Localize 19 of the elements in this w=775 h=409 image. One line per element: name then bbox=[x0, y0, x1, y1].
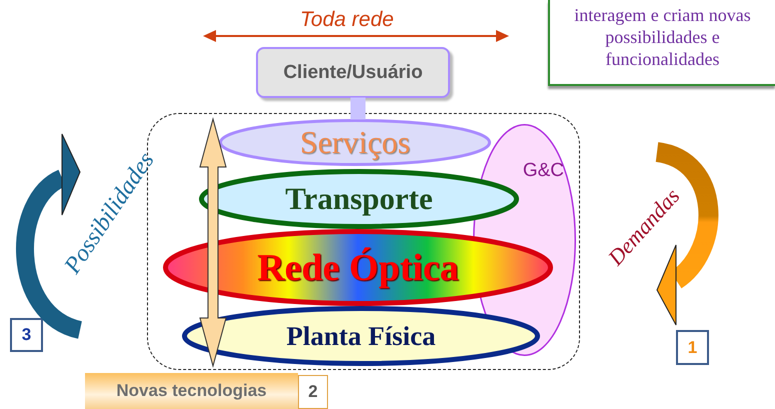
step-number: 2 bbox=[298, 375, 328, 409]
step-number: 3 bbox=[10, 318, 43, 352]
layer-ellipse bbox=[219, 119, 491, 166]
connector bbox=[350, 98, 366, 120]
layer-label: Serviços bbox=[300, 124, 410, 161]
client-box bbox=[256, 47, 450, 98]
layer-ellipse bbox=[182, 306, 540, 366]
step-number: 1 bbox=[676, 330, 709, 365]
technology-band bbox=[85, 373, 298, 409]
layer-label: Planta Física bbox=[286, 320, 436, 352]
band-label: Novas tecnologias bbox=[116, 381, 267, 401]
arrow-label: Toda rede bbox=[300, 8, 394, 32]
layer-ellipse bbox=[199, 169, 519, 229]
box-label: Cliente/Usuário bbox=[283, 62, 423, 84]
block-arrow bbox=[199, 117, 227, 368]
note-box: interagem e criam novas possibilidades e funcionalidades bbox=[548, 0, 775, 86]
ellipse-label: G&C bbox=[522, 160, 564, 182]
side-ellipse bbox=[473, 124, 576, 356]
layer-label: Transporte bbox=[285, 181, 433, 217]
